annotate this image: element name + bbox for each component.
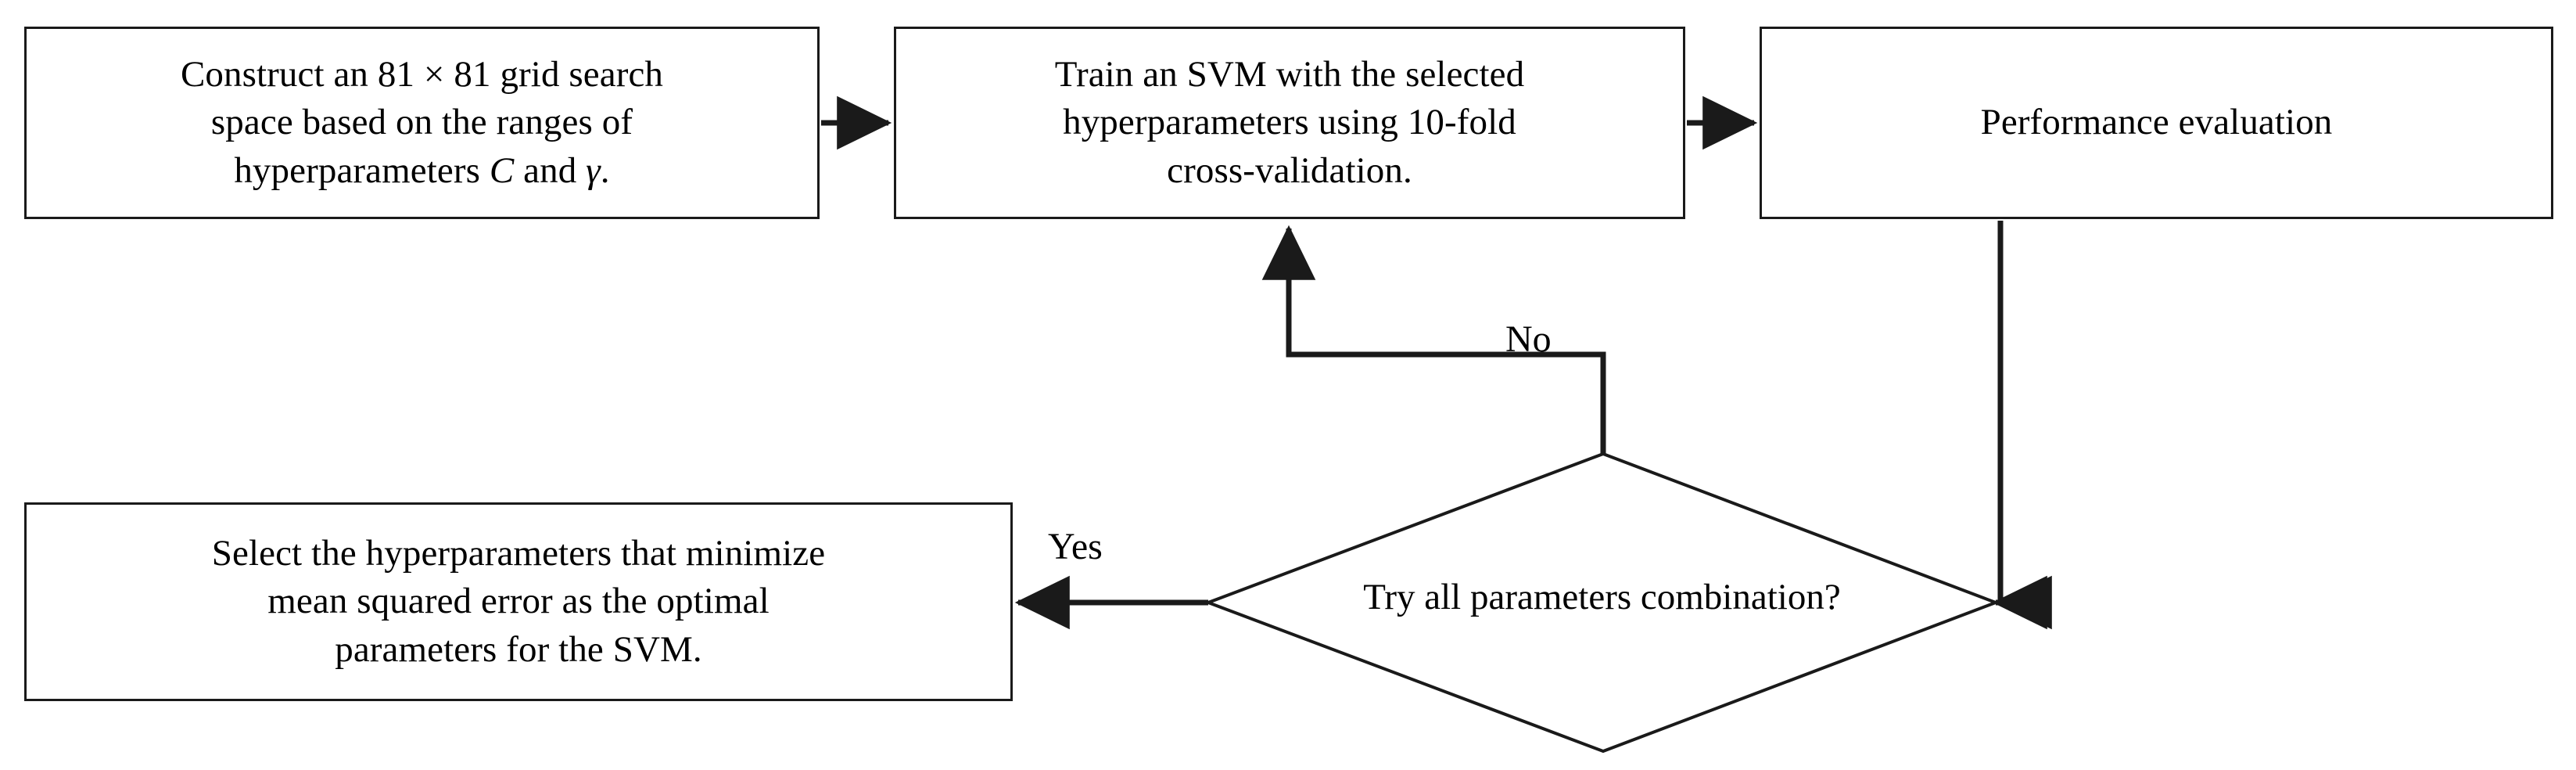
node-select-optimal-hyperparameters[interactable]: Select the hyperparameters that minimize… <box>24 502 1013 701</box>
node-construct-grid-search[interactable]: Construct an 81 × 81 grid search space b… <box>24 27 820 219</box>
node-train-svm[interactable]: Train an SVM with the selected hyperpara… <box>894 27 1685 219</box>
edge-label-yes: Yes <box>1048 526 1103 567</box>
edge-decision-no-to-train <box>1261 225 1606 454</box>
node-select-label: Select the hyperparameters that minimize… <box>211 533 826 670</box>
node-performance-evaluation[interactable]: Performance evaluation <box>1760 27 2553 219</box>
node-construct-label: Construct an 81 × 81 grid search space b… <box>180 54 664 191</box>
edge-label-no: No <box>1505 318 1552 360</box>
node-train-label: Train an SVM with the selected hyperpara… <box>1054 54 1525 191</box>
node-decision-label[interactable]: Try all parameters combination? <box>1363 577 1841 617</box>
edge-performance-to-decision <box>1992 221 2052 630</box>
node-performance-label: Performance evaluation <box>1980 102 2333 143</box>
